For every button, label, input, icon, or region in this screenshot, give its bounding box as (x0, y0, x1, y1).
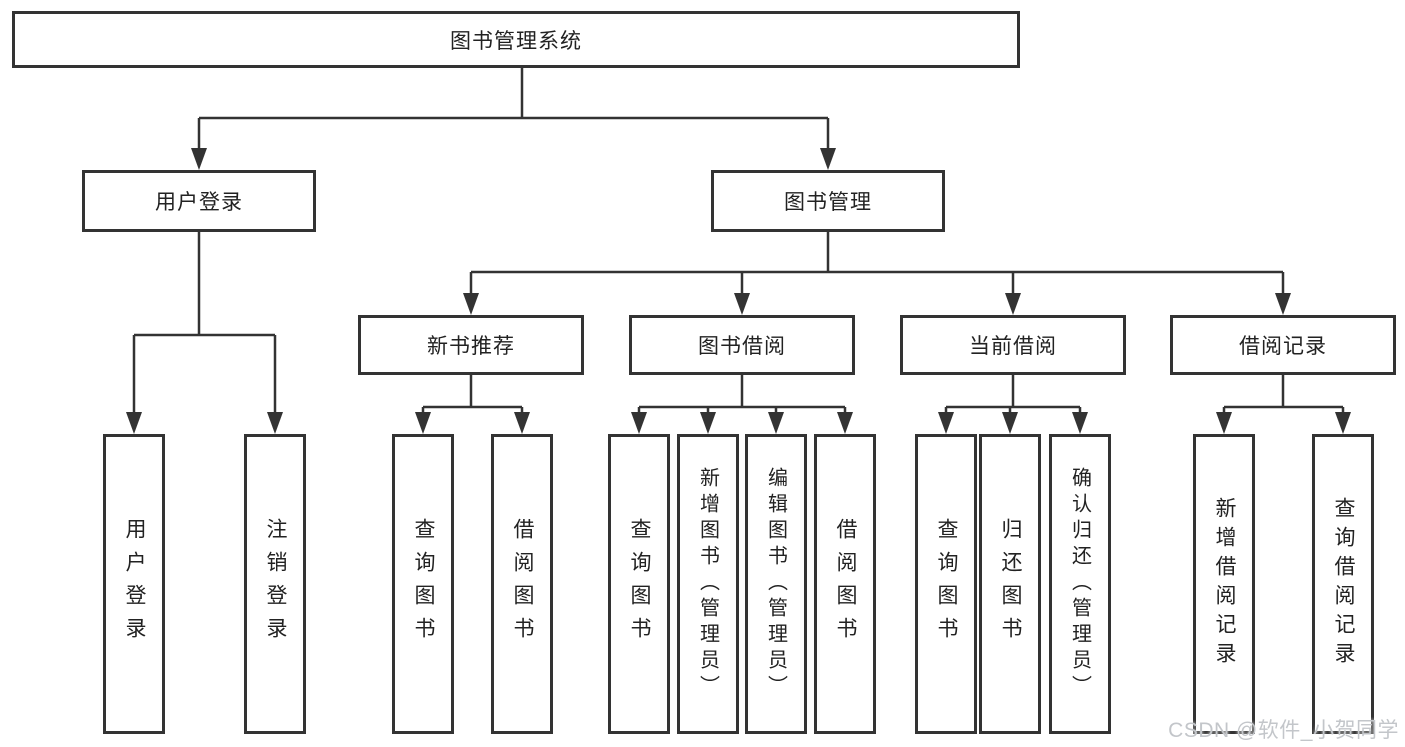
node-leaf-user-login: 用户登录 (103, 434, 165, 734)
node-leaf-logout: 注销登录 (244, 434, 306, 734)
arrowheads (126, 148, 1351, 434)
node-leaf-add-borrow-record: 新增借阅记录 (1193, 434, 1255, 734)
node-leaf-borrow-book-rec: 借阅图书 (491, 434, 553, 734)
watermark: CSDN @软件_小贺同学 (1168, 719, 1399, 742)
node-leaf-query-book-bb: 查询图书 (608, 434, 670, 734)
node-leaf-query-book-rec: 查询图书 (392, 434, 454, 734)
node-user-login: 用户登录 (82, 170, 316, 232)
node-library-system: 图书管理系统 (12, 11, 1020, 68)
node-leaf-borrow-book-bb: 借阅图书 (814, 434, 876, 734)
node-book-borrow: 图书借阅 (629, 315, 855, 375)
node-leaf-return-book: 归还图书 (979, 434, 1041, 734)
node-leaf-query-book-cb: 查询图书 (915, 434, 977, 734)
node-leaf-query-borrow-record: 查询借阅记录 (1312, 434, 1374, 734)
node-current-borrow: 当前借阅 (900, 315, 1126, 375)
node-book-management: 图书管理 (711, 170, 945, 232)
node-new-book-recommend: 新书推荐 (358, 315, 584, 375)
node-leaf-add-book-admin: 新增图书（管理员） (677, 434, 739, 734)
node-leaf-edit-book-admin: 编辑图书（管理员） (745, 434, 807, 734)
node-borrow-records: 借阅记录 (1170, 315, 1396, 375)
node-leaf-confirm-return-admin: 确认归还（管理员） (1049, 434, 1111, 734)
